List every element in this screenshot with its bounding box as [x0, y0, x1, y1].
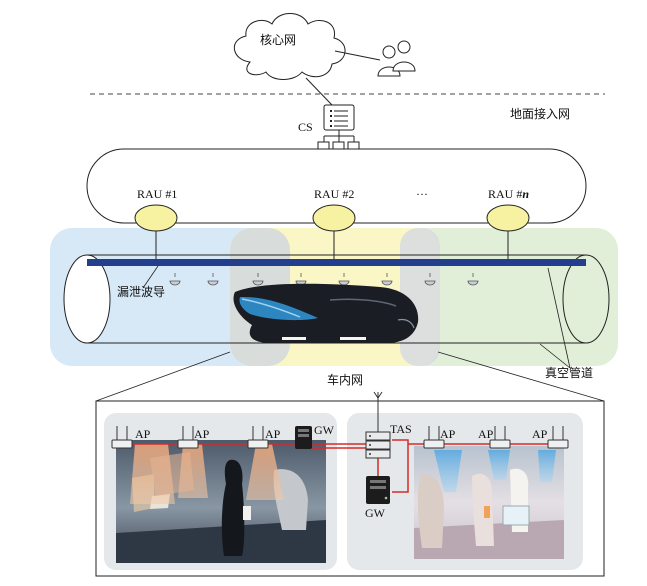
users-icon: [377, 40, 416, 77]
zoom-line-left: [95, 351, 231, 402]
ground-access-network-label: 地面接入网: [510, 107, 571, 121]
gw-left-label: GW: [314, 423, 334, 437]
ap-left-3-label: AP: [265, 427, 281, 441]
ellipsis-label: ···: [416, 187, 428, 201]
rau-1: [134, 204, 178, 262]
tas-label: TAS: [390, 422, 412, 436]
tas-switch-icon: [365, 391, 391, 459]
ap-right-2-label: AP: [478, 427, 494, 441]
core-network-cloud: [234, 13, 346, 80]
core-network-label: 核心网: [260, 33, 297, 47]
zoom-line-right: [437, 351, 605, 402]
rau-1-label: RAU #1: [137, 187, 178, 201]
cabin-right-photo: [414, 446, 564, 559]
ap-right-3-icon: [547, 426, 569, 449]
core-to-cs-link: [305, 77, 333, 106]
rau-2: [312, 204, 356, 262]
ap-left-1-label: AP: [135, 427, 151, 441]
gateway-right-icon: [366, 476, 390, 504]
ap-right-1-icon: [423, 426, 445, 449]
vacuum-tube: [63, 254, 610, 344]
leaky-waveguide-pointer: [142, 265, 159, 289]
rau-2-label: RAU #2: [314, 187, 355, 201]
ap-left-2-label: AP: [194, 427, 210, 441]
leaky-waveguide-rail: [87, 259, 586, 266]
hyperloop-pod: [233, 283, 419, 343]
ap-left-2-icon: [177, 426, 199, 449]
core-to-users-link: [334, 50, 381, 61]
cabin-left-photo: [116, 440, 326, 563]
vacuum-tube-label: 真空管道: [545, 366, 594, 380]
cs-label: CS: [298, 120, 313, 134]
cs-server-icon: [317, 104, 360, 150]
ap-right-3-label: AP: [532, 427, 548, 441]
rau-n-prefix: RAU #: [488, 187, 523, 201]
ap-right-1-label: AP: [440, 427, 456, 441]
rau-n-index: n: [522, 187, 530, 201]
rau-n: [486, 204, 530, 262]
ap-left-1-icon: [111, 426, 133, 449]
onboard-network-label: 车内网: [327, 373, 364, 387]
gateway-left-icon: [295, 426, 312, 449]
ap-right-2-icon: [489, 426, 511, 449]
vacuum-tube-pointer-b: [539, 343, 571, 369]
vacuum-tube-pointer-a: [547, 267, 571, 369]
rau-n-label: RAU #n: [488, 188, 529, 200]
gw-right-label: GW: [365, 506, 385, 520]
ap-left-3-icon: [247, 426, 269, 449]
leaky-waveguide-label: 漏泄波导: [117, 285, 166, 299]
